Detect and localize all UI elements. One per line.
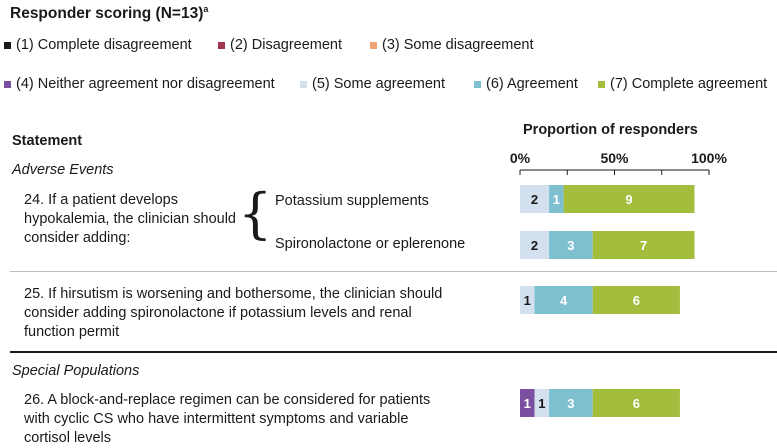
bar-segment bbox=[534, 389, 550, 417]
bar-segment bbox=[520, 389, 535, 417]
bar-segment bbox=[534, 286, 593, 314]
legend-swatch bbox=[598, 80, 605, 88]
legend-swatch bbox=[474, 80, 481, 88]
section-divider bbox=[10, 351, 777, 353]
bar-segment bbox=[549, 389, 593, 417]
bar-segment bbox=[563, 185, 695, 213]
legend-label: (5) Some agreement bbox=[312, 76, 445, 92]
bar-data-label: 1 bbox=[524, 396, 531, 411]
bar-data-label: 2 bbox=[531, 238, 538, 253]
statement-24: 24. If a patient develops hypokalemia, t… bbox=[24, 192, 236, 246]
legend-item-complete-disagreement: (1) Complete disagreement bbox=[4, 37, 192, 53]
legend-item-agreement: (6) Agreement bbox=[474, 76, 578, 92]
bar-segment bbox=[520, 286, 535, 314]
legend-item-complete-agreement: (7) Complete agreement bbox=[598, 76, 767, 92]
bar-data-label: 3 bbox=[567, 238, 574, 253]
bar-data-label: 3 bbox=[567, 396, 574, 411]
bar-segment bbox=[549, 185, 564, 213]
bar-segment bbox=[592, 231, 695, 259]
brace-icon: { bbox=[238, 182, 273, 245]
divider bbox=[10, 271, 777, 272]
legend-label: (6) Agreement bbox=[486, 76, 578, 92]
bar-segment bbox=[520, 185, 550, 213]
bar-data-label: 1 bbox=[524, 293, 531, 308]
legend-item-some-disagreement: (3) Some disagreement bbox=[370, 37, 534, 53]
proportion-header: Proportion of responders bbox=[523, 122, 698, 138]
bar-data-label: 4 bbox=[560, 293, 568, 308]
legend-item-neither: (4) Neither agreement nor disagreement bbox=[4, 76, 275, 92]
legend-swatch bbox=[370, 41, 377, 49]
bar-segment bbox=[520, 231, 550, 259]
legend-label: (7) Complete agreement bbox=[610, 76, 768, 92]
bar-segment bbox=[592, 389, 680, 417]
x-tick-label: 50% bbox=[600, 150, 629, 166]
bar-data-label: 6 bbox=[633, 396, 640, 411]
bar-data-label: 7 bbox=[640, 238, 647, 253]
x-tick-label: 100% bbox=[691, 150, 727, 166]
legend-swatch bbox=[4, 80, 11, 88]
statement-header: Statement bbox=[12, 133, 83, 149]
legend-swatch bbox=[218, 41, 225, 49]
legend-label: (1) Complete disagreement bbox=[16, 37, 192, 53]
bar-segment bbox=[592, 286, 680, 314]
bar-data-label: 6 bbox=[633, 293, 640, 308]
x-tick-label: 0% bbox=[510, 150, 531, 166]
legend-item-disagreement: (2) Disagreement bbox=[218, 37, 342, 53]
legend-swatch bbox=[4, 41, 11, 49]
section-special-populations: Special Populations bbox=[12, 363, 140, 379]
bar-segment bbox=[549, 231, 593, 259]
bar-data-label: 2 bbox=[531, 192, 538, 207]
option-potassium-supplements: Potassium supplements bbox=[275, 193, 429, 209]
bar-data-label: 1 bbox=[538, 396, 545, 411]
legend-label: (4) Neither agreement nor disagreement bbox=[16, 76, 275, 92]
legend-label: (2) Disagreement bbox=[230, 37, 343, 53]
legend-label: (3) Some disagreement bbox=[382, 37, 534, 53]
legend-swatch bbox=[300, 80, 307, 88]
chart-title: Responder scoring (N=13)a bbox=[10, 4, 209, 23]
option-spironolactone-eplerenone: Spironolactone or eplerenone bbox=[275, 236, 466, 252]
legend-item-some-agreement: (5) Some agreement bbox=[300, 76, 445, 92]
bar-data-label: 9 bbox=[625, 192, 632, 207]
bar-data-label: 1 bbox=[553, 192, 560, 207]
statement-25: 25. If hirsutism is worsening and bother… bbox=[24, 286, 443, 340]
section-adverse-events: Adverse Events bbox=[12, 162, 114, 178]
